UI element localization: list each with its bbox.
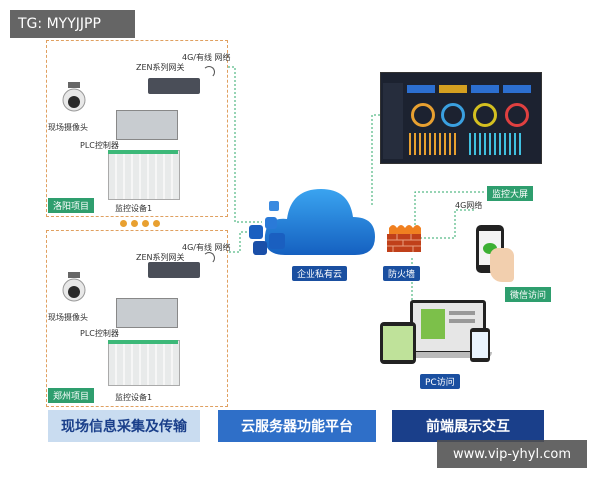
gateway-antenna-icon — [203, 66, 215, 78]
hand-shape — [490, 248, 514, 282]
network-label: 4G/有线 网络 — [182, 243, 231, 252]
camera-label: 现场摄像头 — [48, 123, 88, 132]
big-screen-label: 监控大屏 — [487, 186, 534, 201]
link-cloud-bigscreen — [371, 114, 385, 205]
project-tag-luoyang: 洛阳项目 — [48, 198, 95, 213]
dashboard-stat-card — [407, 85, 435, 93]
dashboard-gauge — [505, 103, 529, 127]
plc-label: PLC控制器 — [80, 141, 119, 150]
watermark-top-left: TG: MYYJJPP — [10, 10, 135, 38]
tablet-device — [380, 322, 416, 364]
watermark-bottom-right: www.vip-yhyl.com — [437, 440, 587, 468]
link-firewall-bigscreen — [414, 191, 485, 225]
phone-small-device — [470, 328, 490, 362]
gateway-device — [148, 78, 200, 94]
network-label: 4G/有线 网络 — [182, 53, 231, 62]
plc-controller — [116, 298, 178, 328]
gateway-label: ZEN系列网关 — [136, 253, 185, 262]
device-label: 监控设备1 — [115, 393, 153, 402]
monitoring-cabinet — [108, 150, 180, 200]
gateway-device — [148, 262, 200, 278]
gateway-antenna-icon — [203, 252, 215, 264]
plc-label: PLC控制器 — [80, 329, 119, 338]
ellipsis-dots — [120, 220, 162, 228]
plc-controller — [116, 110, 178, 140]
net-4g-label: 4G网络 — [455, 201, 483, 210]
firewall-icon — [383, 222, 425, 254]
camera-icon — [58, 82, 88, 116]
wechat-label: 微信访问 — [505, 287, 552, 302]
dashboard-gauge — [441, 103, 465, 127]
laptop-device — [410, 300, 486, 354]
link-firewall-phone — [420, 209, 475, 239]
camera-label: 现场摄像头 — [48, 313, 88, 322]
cloud-icon — [245, 175, 380, 265]
camera-icon — [58, 272, 88, 306]
dashboard-sidebar — [383, 83, 403, 159]
cloud-label: 企业私有云 — [292, 266, 348, 281]
project-tag-zhengzhou: 郑州项目 — [48, 388, 95, 403]
dashboard-bar-chart — [469, 133, 524, 155]
dashboard-gauge — [411, 103, 435, 127]
cabinet-green-bar — [108, 150, 178, 154]
footer-section-frontend: 前端展示交互 — [392, 410, 544, 442]
firewall-label: 防火墙 — [383, 266, 421, 281]
monitoring-cabinet — [108, 340, 180, 386]
footer-section-collection: 现场信息采集及传输 — [48, 410, 200, 442]
big-screen-dashboard — [380, 72, 542, 164]
dashboard-stat-card — [439, 85, 467, 93]
device-label: 监控设备1 — [115, 204, 153, 213]
dashboard-bar-chart — [409, 133, 459, 155]
footer-section-cloud-platform: 云服务器功能平台 — [218, 410, 376, 442]
laptop-base — [400, 352, 492, 358]
gateway-label: ZEN系列网关 — [136, 63, 185, 72]
pc-label: PC访问 — [420, 374, 460, 389]
dashboard-gauge — [473, 103, 497, 127]
dashboard-stat-card — [471, 85, 499, 93]
cabinet-green-bar — [108, 340, 178, 344]
dashboard-stat-card — [503, 85, 531, 93]
